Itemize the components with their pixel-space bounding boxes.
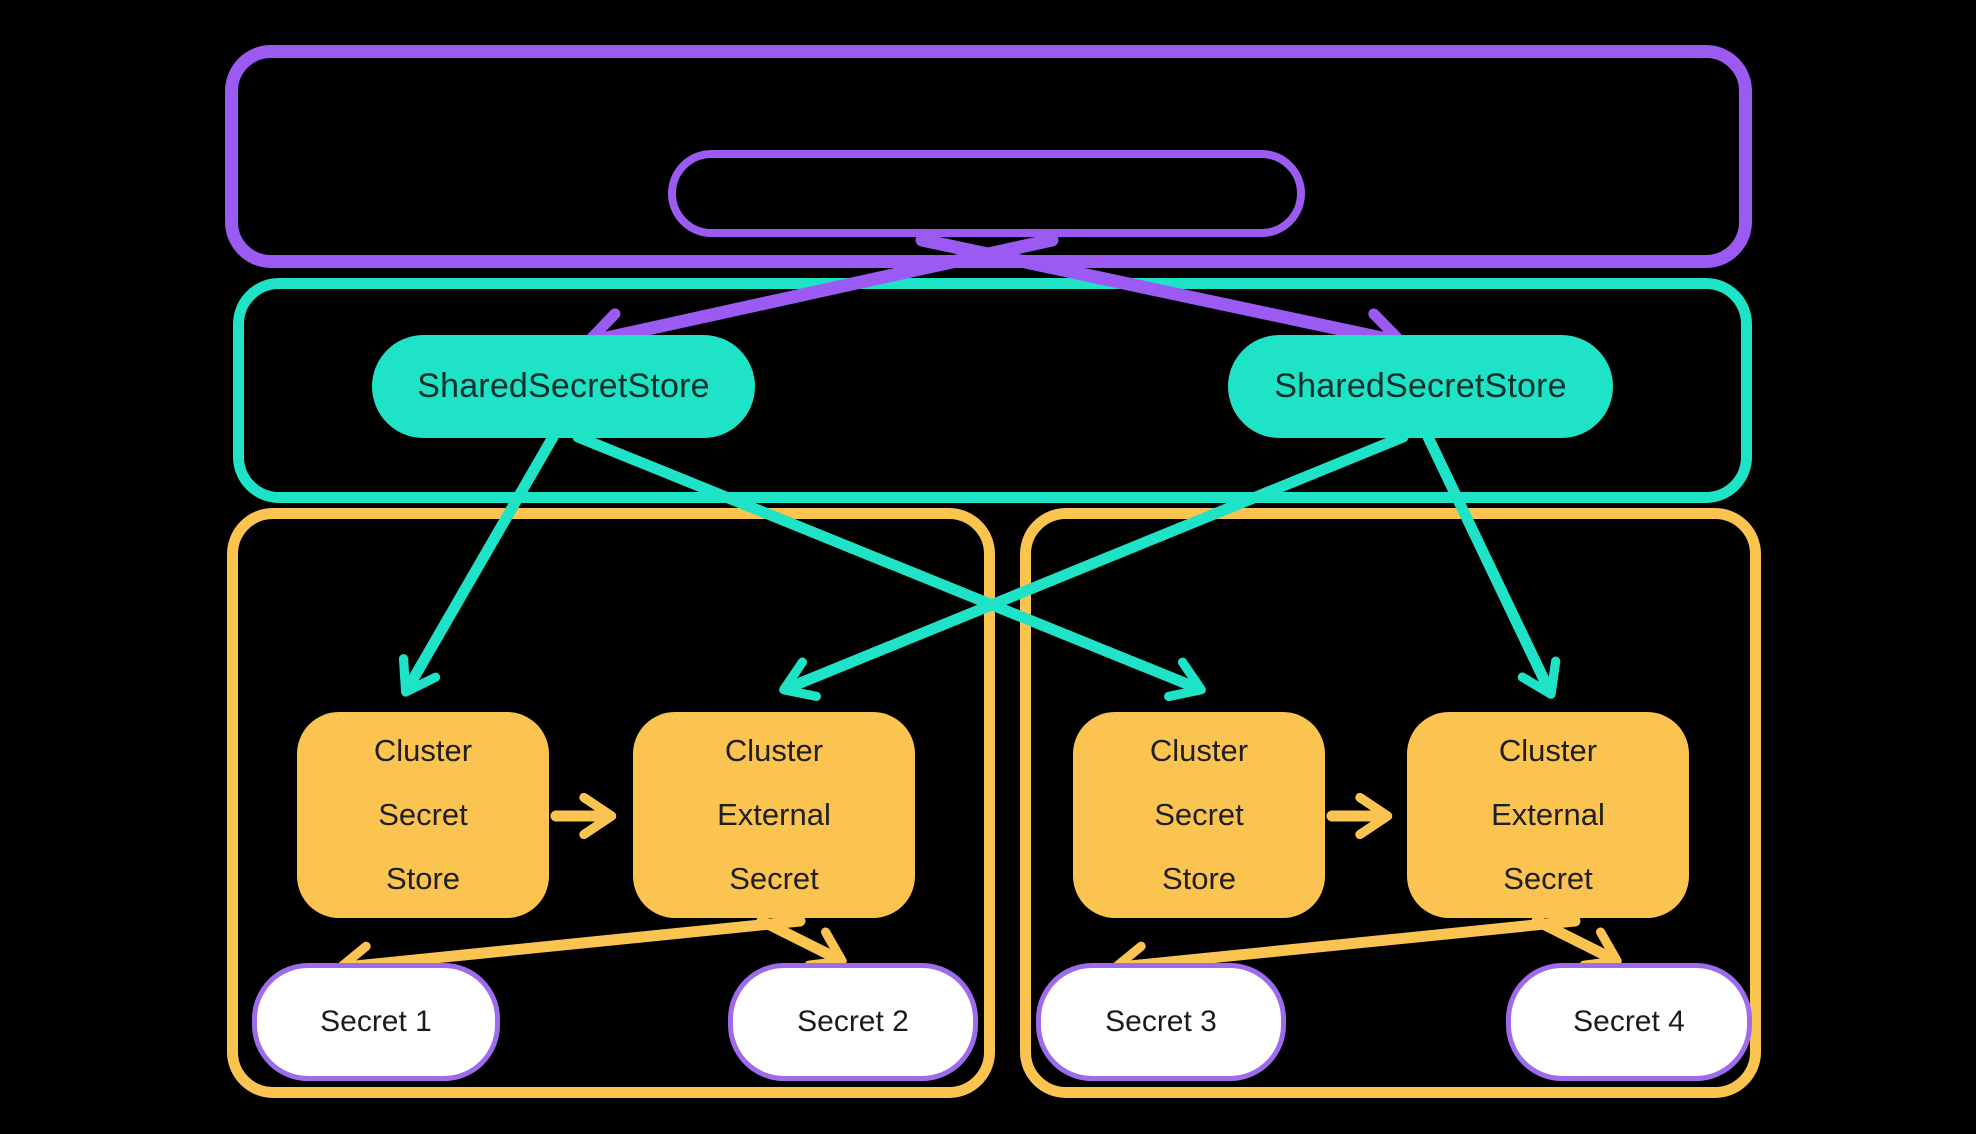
cluster-box-line: Secret xyxy=(378,797,468,832)
secret-label: Secret 4 xyxy=(1573,1005,1685,1038)
secret-pill-3: Secret 3 xyxy=(1036,963,1286,1081)
secret-label: Secret 3 xyxy=(1105,1005,1217,1038)
cluster-box-line: Cluster xyxy=(373,733,473,768)
cluster-box-line: Cluster xyxy=(1498,733,1598,768)
cluster-box-line: Cluster xyxy=(1149,733,1249,768)
cluster-box-line: Secret xyxy=(1154,797,1244,832)
cluster-secret-store-box-left: Cluster Secret Store xyxy=(297,712,549,918)
secret-pill-2: Secret 2 xyxy=(728,963,978,1081)
cluster-box-line: Secret xyxy=(729,861,819,896)
cluster-box-line: External xyxy=(1491,797,1605,832)
sharedsecretstore-label: SharedSecretStore xyxy=(417,367,710,405)
secret-pill-4: Secret 4 xyxy=(1506,963,1752,1081)
secret-pill-1: Secret 1 xyxy=(252,963,500,1081)
top-inner-pill xyxy=(668,150,1305,237)
cluster-box-line: Secret xyxy=(1503,861,1593,896)
cluster-box-line: Store xyxy=(385,861,461,896)
sharedsecretstore-pill-left: SharedSecretStore xyxy=(372,335,755,438)
sharedsecretstore-label: SharedSecretStore xyxy=(1274,367,1567,405)
cluster-box-line: External xyxy=(717,797,831,832)
cluster-box-line: Store xyxy=(1161,861,1237,896)
cluster-secret-store-box-right: Cluster Secret Store xyxy=(1073,712,1325,918)
secret-label: Secret 2 xyxy=(797,1005,909,1038)
secret-label: Secret 1 xyxy=(320,1005,432,1038)
cluster-external-secret-box-left: Cluster External Secret xyxy=(633,712,915,918)
cluster-box-line: Cluster xyxy=(724,733,824,768)
sharedsecretstore-pill-right: SharedSecretStore xyxy=(1228,335,1613,438)
cluster-external-secret-box-right: Cluster External Secret xyxy=(1407,712,1689,918)
